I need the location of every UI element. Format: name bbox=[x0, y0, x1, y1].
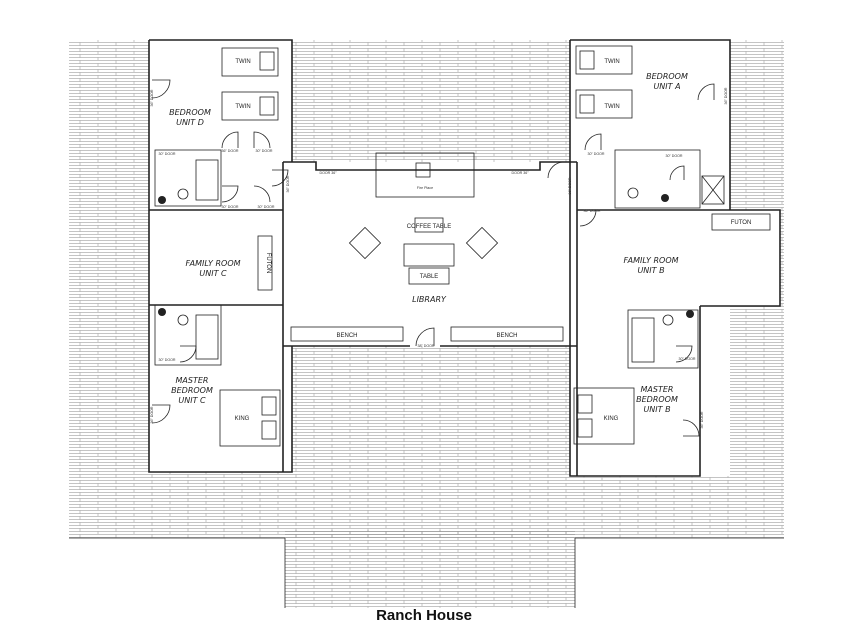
bench-left bbox=[290, 326, 404, 342]
toilet-b bbox=[662, 314, 674, 326]
door-label-17: 36" DOOR bbox=[724, 87, 728, 104]
plan-caption: Ranch House bbox=[376, 607, 472, 624]
twin-label-a2: TWIN bbox=[604, 104, 619, 110]
door-label-14: 30" DOOR bbox=[665, 154, 682, 158]
table-label: TABLE bbox=[420, 274, 439, 280]
toilet-c bbox=[177, 314, 189, 326]
right-wing-walls bbox=[569, 39, 781, 477]
door-label-16: 36" DOOR bbox=[583, 209, 600, 213]
king-label-c: KING bbox=[235, 416, 250, 422]
futon-label-b: FUTON bbox=[731, 220, 752, 226]
toilet-a bbox=[627, 187, 639, 199]
door-label-12: 36" DOOR bbox=[150, 406, 154, 423]
door-label-7: 36" DOOR bbox=[286, 175, 290, 192]
room-label-library: LIBRARY bbox=[412, 295, 447, 304]
door-label-6: 36" DOOR bbox=[150, 89, 154, 106]
door-label-10: 38" DOOR bbox=[417, 344, 434, 348]
bench-label-left: BENCH bbox=[336, 333, 357, 339]
door-label-13: 30" DOOR bbox=[587, 152, 604, 156]
twin-label-a1: TWIN bbox=[604, 59, 619, 65]
fireplace-label: Fire Place bbox=[417, 186, 433, 190]
tub-c bbox=[195, 314, 219, 360]
door-label-1: 36" DOOR bbox=[221, 149, 238, 153]
coffee-table bbox=[414, 217, 444, 233]
door-label-15: 36" DOOR bbox=[568, 177, 572, 194]
armchair-left bbox=[348, 226, 382, 260]
sofa bbox=[403, 243, 455, 267]
futon-label-c: FUTON bbox=[265, 253, 271, 274]
king-label-b: KING bbox=[604, 416, 619, 422]
twin-label-d1: TWIN bbox=[235, 59, 250, 65]
twin-bed-d2 bbox=[221, 91, 279, 121]
left-wing-walls bbox=[148, 39, 293, 473]
twin-bed-a1 bbox=[575, 45, 633, 75]
tub-b bbox=[631, 317, 655, 363]
library-walls bbox=[283, 161, 577, 347]
door-label-4: 30" DOOR bbox=[221, 205, 238, 209]
king-bed-b bbox=[573, 387, 635, 445]
coffee-table-label: COFFEE TABLE bbox=[407, 224, 451, 230]
door-label-19: 36" DOOR bbox=[700, 411, 704, 428]
door-label-8: DOOR 36" bbox=[319, 171, 337, 175]
armchair-right bbox=[465, 226, 499, 260]
door-label-3: 30" DOOR bbox=[158, 152, 175, 156]
toilet-d bbox=[177, 188, 189, 200]
shower-a bbox=[701, 175, 725, 205]
furniture bbox=[158, 45, 771, 447]
door-label-11: 30" DOOR bbox=[158, 358, 175, 362]
futon-c bbox=[257, 235, 273, 291]
bench-label-right: BENCH bbox=[496, 333, 517, 339]
door-label-2: 30" DOOR bbox=[255, 149, 272, 153]
door-label-9: DOOR 36" bbox=[511, 171, 529, 175]
king-bed-c bbox=[219, 389, 281, 447]
tub-d bbox=[195, 159, 219, 201]
door-label-5: 30" DOOR bbox=[257, 205, 274, 209]
twin-label-d2: TWIN bbox=[235, 104, 250, 110]
fireplace bbox=[375, 152, 475, 198]
door-label-18: 30" DOOR bbox=[678, 357, 695, 361]
deck-hatching bbox=[69, 40, 784, 608]
futon-b bbox=[711, 213, 771, 231]
twin-bed-a2 bbox=[575, 89, 633, 119]
twin-bed-d1 bbox=[221, 47, 279, 77]
bench-right bbox=[450, 326, 564, 342]
table bbox=[408, 267, 450, 285]
door-swings bbox=[151, 79, 715, 437]
